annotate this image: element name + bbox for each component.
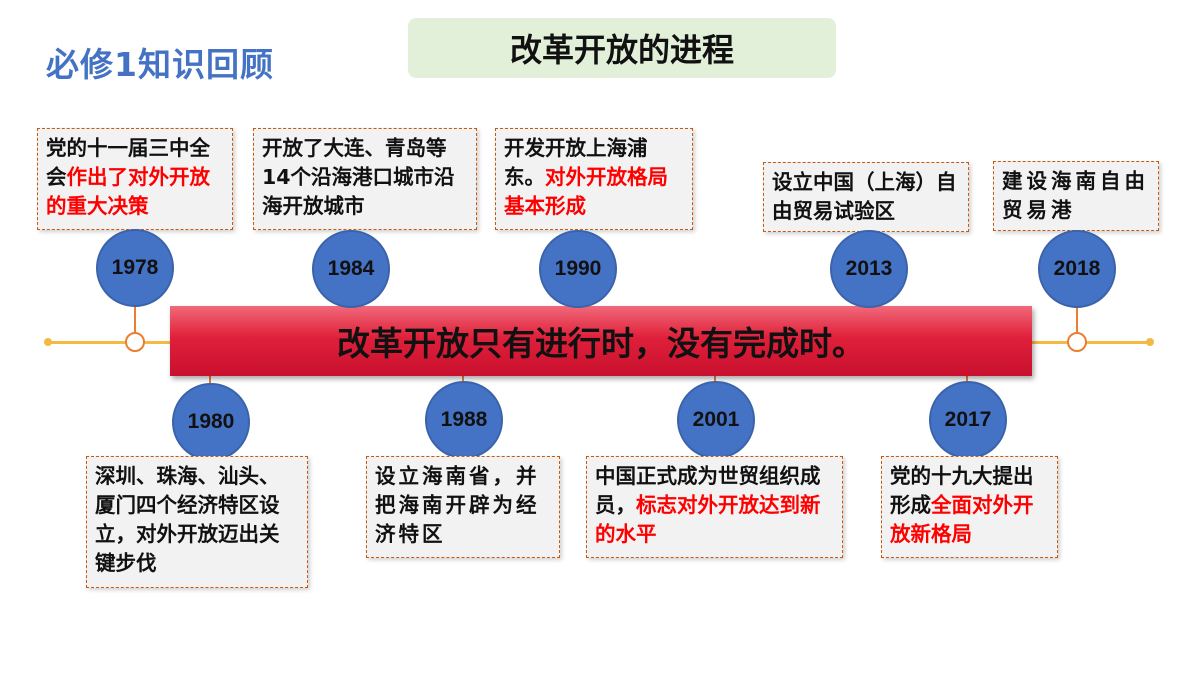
year-circle-1990: 1990: [539, 230, 617, 308]
timeline-ring-left: [125, 332, 145, 352]
event-highlight: 作出了对外开放的重大决策: [46, 165, 210, 218]
timeline-start-dot: [44, 338, 52, 346]
header-title: 改革开放的进程: [408, 18, 836, 78]
year-circle-1978: 1978: [96, 229, 174, 307]
year-circle-1980: 1980: [172, 383, 250, 461]
event-box-1984: 开放了大连、青岛等14个沿海港口城市沿海开放城市: [253, 128, 477, 230]
connector-2001: [714, 374, 716, 386]
event-text: 党的十一届三中全会: [46, 136, 210, 189]
connector-2018: [1076, 300, 1078, 334]
event-text: 建设海南自由贸易港: [1002, 169, 1149, 222]
timeline-banner: 改革开放只有进行时，没有完成时。: [170, 306, 1032, 376]
year-circle-1988: 1988: [425, 381, 503, 459]
year-circle-2017: 2017: [929, 381, 1007, 459]
event-text: 中国正式成为世贸组织成员，: [595, 464, 821, 517]
year-circle-1984: 1984: [312, 230, 390, 308]
year-circle-2013: 2013: [830, 230, 908, 308]
event-highlight: 标志对外开放达到新的水平: [595, 493, 821, 546]
event-box-2013: 设立中国（上海）自由贸易试验区: [763, 162, 969, 232]
timeline-ring-right: [1067, 332, 1087, 352]
event-highlight: 全面对外开放新格局: [890, 493, 1034, 546]
event-box-1980: 深圳、珠海、汕头、厦门四个经济特区设立，对外开放迈出关键步伐: [86, 456, 308, 588]
event-box-1988: 设立海南省，并把海南开辟为经济特区: [366, 456, 560, 558]
connector-1980: [209, 374, 211, 386]
year-circle-2001: 2001: [677, 381, 755, 459]
event-text: 设立海南省，并把海南开辟为经济特区: [375, 464, 540, 546]
event-text: 深圳、珠海、汕头、厦门四个经济特区设立，对外开放迈出关键步伐: [95, 464, 280, 575]
event-box-2018: 建设海南自由贸易港: [993, 161, 1159, 231]
timeline-end-dot: [1146, 338, 1154, 346]
event-text: 党的十九大提出形成: [890, 464, 1034, 517]
event-highlight: 对外开放格局基本形成: [504, 165, 668, 218]
connector-1978: [134, 300, 136, 334]
event-text: 开放了大连、青岛等14个沿海港口城市沿海开放城市: [262, 136, 455, 218]
connector-1988: [462, 374, 464, 386]
event-box-1990: 开发开放上海浦东。对外开放格局基本形成: [495, 128, 693, 230]
event-box-2001: 中国正式成为世贸组织成员，标志对外开放达到新的水平: [586, 456, 843, 558]
event-box-2017: 党的十九大提出形成全面对外开放新格局: [881, 456, 1058, 558]
event-text: 设立中国（上海）自由贸易试验区: [772, 170, 957, 223]
year-circle-2018: 2018: [1038, 230, 1116, 308]
corner-title: 必修1知识回顾: [46, 45, 274, 84]
event-box-1978: 党的十一届三中全会作出了对外开放的重大决策: [37, 128, 233, 230]
connector-2017: [966, 374, 968, 386]
event-text: 开发开放上海浦东。: [504, 136, 648, 189]
